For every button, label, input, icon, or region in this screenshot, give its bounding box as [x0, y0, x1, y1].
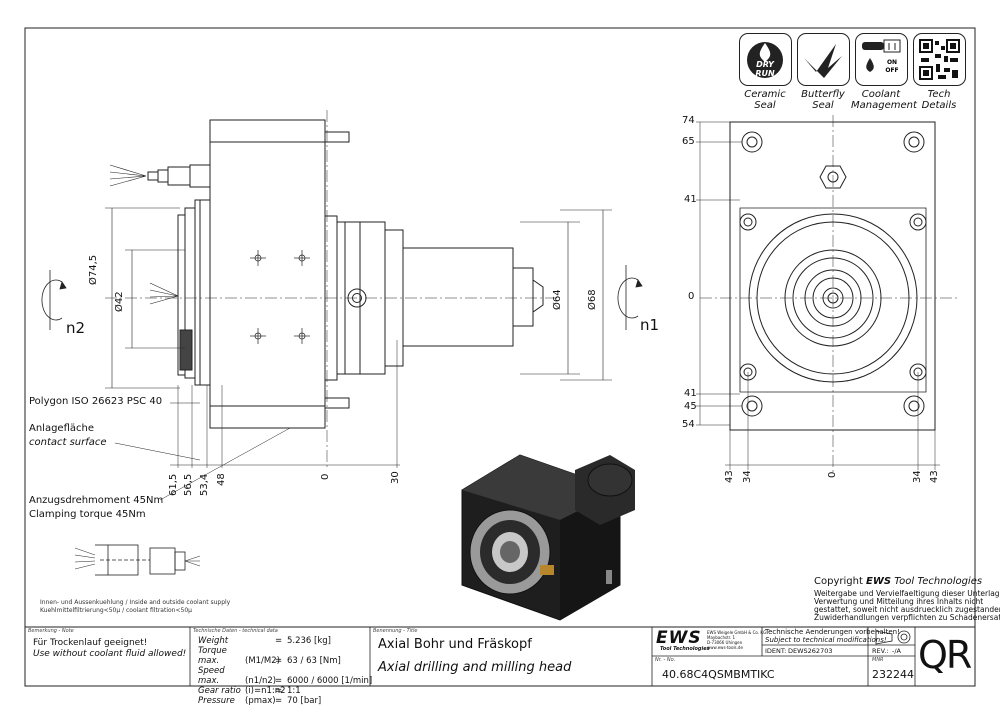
tech-row-torque: Torque max.(M1/M2)=63 / 63 [Nm]	[198, 646, 341, 666]
dim-53-4: 53,4	[199, 473, 210, 496]
mnr-header: MNR	[872, 657, 884, 663]
coolant-management-icon: ON OFF	[855, 33, 908, 86]
front-view	[696, 115, 960, 475]
rev-label: REV.:	[872, 647, 889, 655]
article-number: 40.68C4QSMBMTIKC	[662, 668, 775, 681]
clamping-torque-de: Anzugsdrehmoment 45Nm	[29, 495, 164, 506]
remark-de: Für Trockenlauf geeignet!	[33, 638, 148, 648]
dry-text: DRY	[756, 60, 775, 69]
sheet-frame	[24, 27, 976, 687]
dim-0-front: 0	[688, 291, 695, 302]
qr-code-icon	[913, 33, 966, 86]
coolant-note-line2: Kuehlmittelfiltrierung<50µ / coolant fil…	[40, 607, 192, 614]
title-block-grid	[189, 627, 916, 686]
off-text: OFF	[885, 67, 898, 74]
remark-en: Use without coolant fluid allowed!	[33, 649, 187, 659]
number-header: Nr. - No.	[655, 657, 676, 663]
polygon-spec: Polygon ISO 26623 PSC 40	[29, 396, 163, 407]
company-address-1: EWS Weigele GmbH & Co. KG	[707, 630, 767, 635]
projection-symbol	[875, 630, 911, 645]
product-render-3d	[461, 454, 635, 621]
dim-34-left: 34	[742, 470, 753, 483]
title-de: Axial Bohr und Fräskopf	[378, 637, 532, 652]
qr-label: QR	[918, 633, 972, 677]
dim-d64: Ø64	[552, 289, 563, 310]
coolant-schematic	[74, 544, 201, 576]
dim-0-bottom: 0	[827, 471, 838, 478]
copyright-line2: Verwertung und Mitteilung ihres Inhalts …	[814, 597, 984, 606]
rotation-symbol-n2	[41, 270, 67, 330]
dim-41-bottom: 41	[684, 388, 697, 399]
company-address-3: D-73066 Uhingen	[707, 640, 743, 645]
dim-43-left: 43	[724, 470, 735, 483]
front-housing-outline	[729, 121, 936, 431]
ceramic-seal-icon: DRY RUN	[739, 33, 792, 86]
dim-45: 45	[684, 401, 697, 412]
tech-row-gear: Gear ratio(i)=n1:n2=1:1	[198, 686, 301, 696]
dim-65: 65	[682, 136, 695, 147]
ident-value: DEWS262703	[788, 647, 833, 655]
ews-logo-sub: Tool Technologies	[660, 646, 710, 652]
coolant-note-line1: Innen- und Aussenkuehlung / Inside and o…	[40, 599, 231, 606]
speed-label-n1: n1	[640, 316, 660, 334]
changes-de: Technische Aenderungen vorbehalten!	[765, 628, 900, 636]
housing-outline	[209, 119, 326, 429]
rev-value: -/A	[892, 647, 901, 655]
clamping-torque-en: Clamping torque 45Nm	[29, 509, 146, 520]
remark-header: Bemerkung - Note	[28, 628, 74, 634]
dim-30: 30	[390, 471, 401, 484]
dim-43-right: 43	[929, 470, 940, 483]
company-address-4: www.ews-tools.de	[707, 645, 743, 650]
dim-d42: Ø42	[114, 291, 125, 312]
dim-48: 48	[216, 473, 227, 486]
title-en: Axial drilling and milling head	[378, 660, 572, 675]
ews-logo-text: EWS	[656, 628, 702, 648]
dim-0-side: 0	[320, 473, 331, 480]
butterfly-seal-icon	[797, 33, 850, 86]
title-header: Benennung - Title	[373, 628, 418, 634]
contact-surface-de: Anlagefläche	[29, 423, 94, 434]
side-view	[105, 110, 612, 501]
tech-row-weight: Weight=5.236 [kg]	[198, 636, 331, 646]
ident-label: IDENT:	[765, 647, 787, 655]
dim-54: 54	[682, 419, 695, 430]
tech-data-table: Weight=5.236 [kg] Torque max.(M1/M2)=63 …	[198, 636, 372, 706]
run-text: RUN	[755, 69, 775, 78]
copyright-line1: Weitergabe und Vervielfaeltigung dieser …	[814, 589, 1000, 598]
ews-logo	[655, 630, 705, 650]
rotation-symbol-n1	[617, 265, 643, 330]
company-address-2: Maybachstr. 1	[707, 635, 736, 640]
copyright-line3: gestattet, soweit nicht ausdruecklich zu…	[814, 605, 1000, 614]
dim-61-5: 61,5	[168, 473, 179, 496]
tech-data-header: Technische Daten - technical data	[193, 628, 278, 634]
copyright-title: Copyright EWS Tool Technologies	[814, 576, 983, 587]
dim-56-5: 56,5	[183, 473, 194, 496]
speed-label-n2: n2	[66, 319, 86, 337]
tech-row-pressure: Pressure(pmax)=70 [bar]	[198, 696, 322, 706]
dim-34-right: 34	[912, 470, 923, 483]
on-text: ON	[887, 59, 897, 66]
tech-row-speed: Speed max.(n1/n2)=6000 / 6000 [1/min]	[198, 666, 373, 686]
dim-41-top: 41	[684, 194, 697, 205]
copyright-line4: Zuwiderhandlungen verpflichten zu Schade…	[814, 613, 1000, 622]
dim-74: 74	[682, 115, 695, 126]
mnr-value: 232244	[872, 668, 914, 681]
dim-d68: Ø68	[587, 289, 598, 310]
contact-surface-en: contact surface	[29, 437, 107, 448]
changes-en: Subject to technical modifications!	[765, 636, 887, 644]
dim-d74-5: Ø74,5	[88, 254, 99, 285]
